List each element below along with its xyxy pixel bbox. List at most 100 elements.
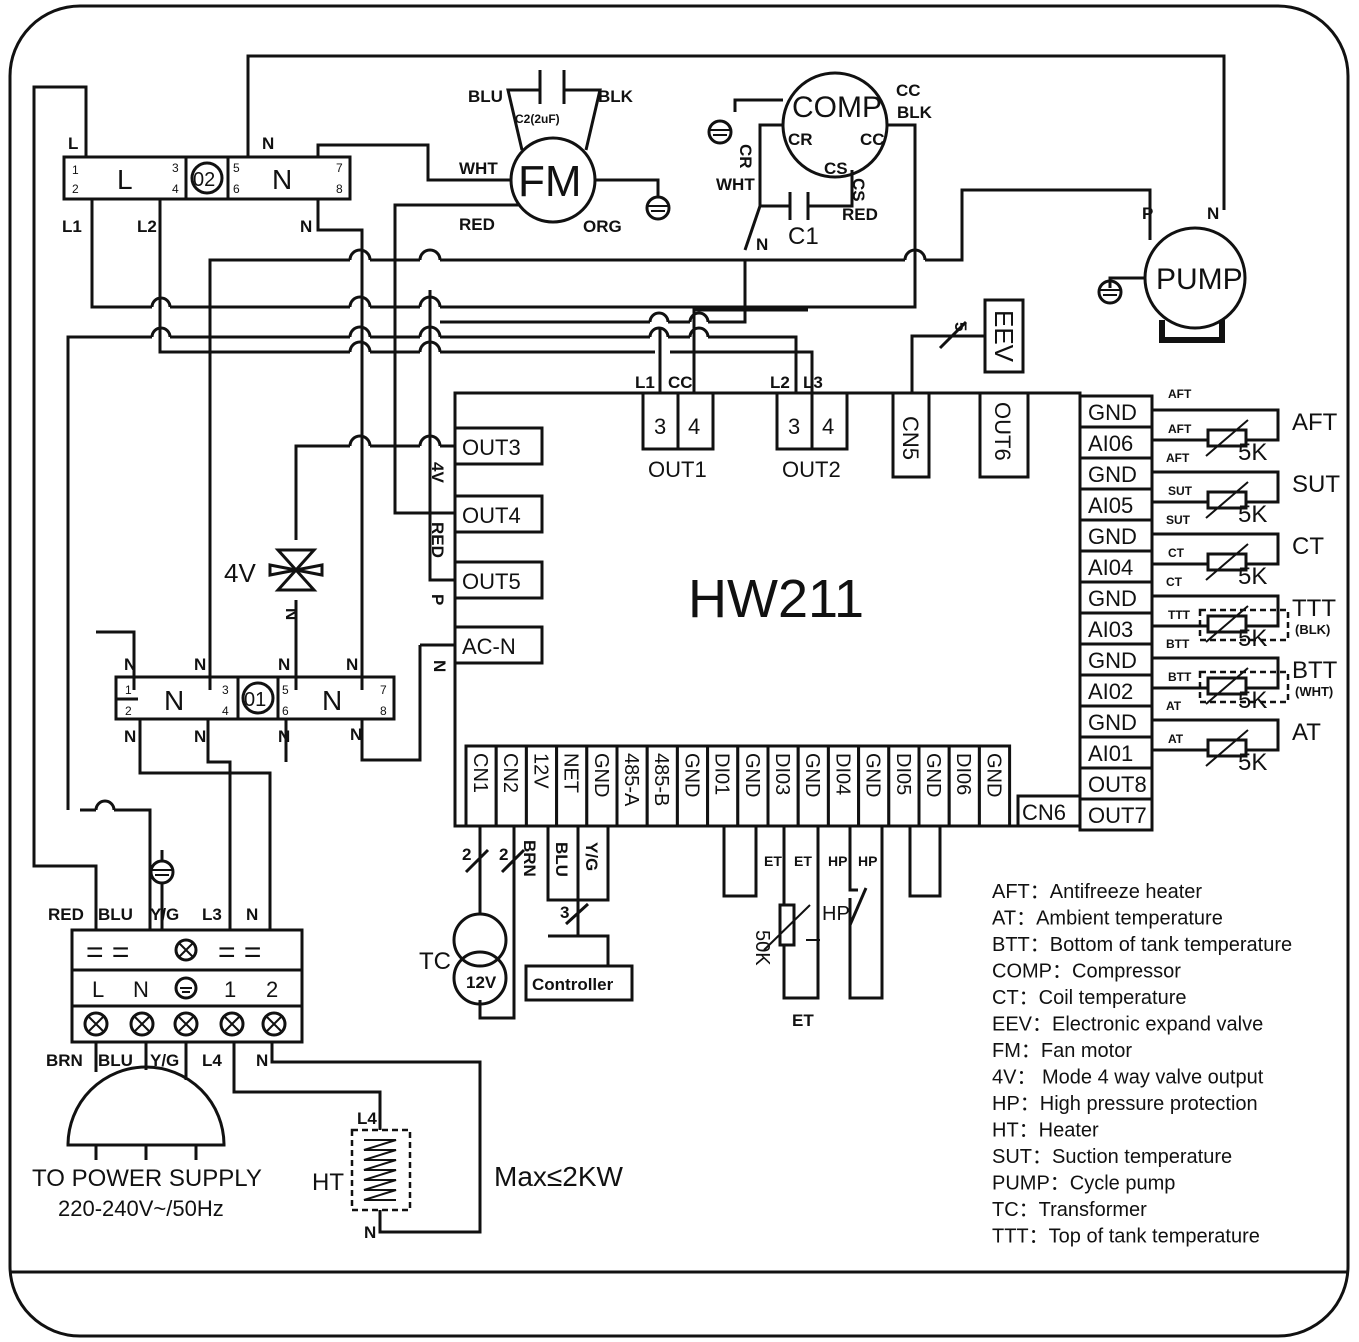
- four-way-valve: 4V N: [224, 548, 324, 620]
- relay01-pin3: 3: [222, 683, 229, 697]
- fm-org: ORG: [583, 217, 622, 236]
- relay01-pin1: 1: [125, 683, 132, 697]
- controller: BLU Y/G 3 Controller: [524, 826, 634, 1002]
- right-port-label: GND: [1088, 400, 1137, 425]
- di-loops: ET ET 50K ET HP HP HP: [722, 826, 942, 1030]
- fm-blk: BLK: [598, 87, 634, 106]
- terminal-top-ground-icon: [149, 859, 175, 885]
- bottom-port-label: GND: [922, 753, 944, 797]
- out1-label: OUT1: [648, 457, 707, 482]
- port-out5: OUT5: [462, 569, 521, 594]
- wire-blu: BLU: [552, 842, 571, 877]
- legend-item: SUT：Suction temperature: [992, 1146, 1232, 1168]
- relay02-n: N: [300, 217, 312, 236]
- right-port-label: AI02: [1088, 679, 1133, 704]
- sensor-header: AFT: [1166, 451, 1190, 465]
- hp-1: HP: [828, 853, 847, 869]
- wire-crossings: [94, 248, 927, 811]
- c2-label: C2(2uF): [515, 112, 560, 126]
- eev: EEV 5: [938, 298, 1025, 374]
- eev-label: EEV: [989, 310, 1019, 363]
- relay01-pin8: 8: [380, 704, 387, 718]
- terminal-top-yg: Y/G: [150, 905, 179, 924]
- wire-n-label: N: [430, 660, 449, 672]
- pump: PUMP P N: [1097, 204, 1247, 343]
- pump-n: N: [1207, 204, 1219, 223]
- right-port-label: OUT8: [1088, 772, 1147, 797]
- heater: L4 N HT Max≤2KW: [232, 1042, 624, 1242]
- right-port-label: GND: [1088, 462, 1137, 487]
- out2-pin-4: 4: [822, 414, 834, 439]
- port-ac-n: AC-N: [462, 634, 516, 659]
- right-port-label: AI04: [1088, 555, 1133, 580]
- power-line2: 220-240V~/50Hz: [58, 1196, 224, 1221]
- comp-title: COMP: [792, 91, 882, 124]
- tc-volt: 12V: [466, 973, 497, 992]
- relay02-id: 02: [193, 169, 215, 191]
- terminal-top-l3: L3: [202, 905, 222, 924]
- right-port-label: GND: [1088, 524, 1137, 549]
- right-port-box: [1078, 425, 1154, 460]
- right-port-box: [1078, 766, 1154, 801]
- relay-02: 02 L N 1 2 3 4 5 6 7 8 L N L1 L2 N: [62, 134, 352, 236]
- left-ports: OUT3 OUT4 OUT5 AC-N 4V RED P N: [428, 426, 544, 672]
- relay01-bot-n3: N: [278, 727, 290, 746]
- ground-icon: [645, 195, 671, 221]
- terminal-screw-icon: [261, 1011, 287, 1037]
- relay-01: 01 N N 1 2 3 4 5 6 7 8 N N N N N N N N: [114, 655, 396, 746]
- legend-item: CT：Coil temperature: [992, 987, 1187, 1009]
- terminal-1: 1: [224, 977, 236, 1002]
- right-port-box: [1078, 518, 1154, 553]
- sensors: AFT5KAFTAFTSUT5KSUTSUTCT5KCTCTTTT5KTTT(B…: [1152, 387, 1340, 776]
- wire-brn: BRN: [520, 840, 539, 877]
- right-port-box: [1078, 673, 1154, 708]
- terminal-bot-yg: Y/G: [150, 1051, 179, 1070]
- terminal-screw-icon: [129, 1011, 155, 1037]
- legend-item: TC：Transformer: [992, 1199, 1147, 1221]
- pump-label: PUMP: [1156, 263, 1243, 296]
- out1-pin-3: 3: [654, 414, 666, 439]
- hp-label: HP: [822, 903, 850, 925]
- sensor-name: TTT: [1292, 595, 1336, 622]
- terminal-top-n: N: [246, 905, 258, 924]
- bottom-port-label: GND: [590, 753, 612, 797]
- svg-text:= =: = =: [86, 936, 129, 969]
- relay02-top-n: N: [262, 134, 274, 153]
- sensor-name: AFT: [1292, 409, 1338, 436]
- sensor-header: SUT: [1166, 513, 1191, 527]
- terminal-top-blu: BLU: [98, 905, 133, 924]
- pump-p: P: [1142, 204, 1153, 223]
- power-plug: TO POWER SUPPLY 220-240V~/50Hz: [32, 1042, 262, 1221]
- terminal-l: L: [92, 977, 104, 1002]
- sensor-header: BTT: [1166, 637, 1190, 651]
- comp-cc-wire: CC: [896, 81, 921, 100]
- tc-wire-2b: 2: [499, 845, 508, 864]
- fourv-label: 4V: [224, 558, 256, 588]
- frame: [8, 4, 1350, 1338]
- port-out3: OUT3: [462, 435, 521, 460]
- right-port-label: GND: [1088, 710, 1137, 735]
- legend-item: TTT：Top of tank temperature: [992, 1226, 1260, 1248]
- sensor-name: CT: [1292, 533, 1324, 560]
- sensor-name: AT: [1292, 719, 1321, 746]
- legend-item: PUMP：Cycle pump: [992, 1173, 1175, 1195]
- wire-l2: L2: [770, 373, 790, 392]
- sensor-name: BTT: [1292, 657, 1338, 684]
- relay01-id: 01: [244, 689, 266, 711]
- bottom-port-box: [857, 744, 891, 828]
- fm-red: RED: [459, 215, 495, 234]
- relay02-top-l: L: [68, 134, 78, 153]
- relay02-pin4: 4: [172, 182, 179, 196]
- bottom-port-box: [826, 744, 861, 828]
- relay01-pin4: 4: [222, 704, 229, 718]
- et-1: ET: [764, 853, 782, 869]
- bottom-port-box: [645, 744, 679, 828]
- port-cn6: CN6: [1022, 800, 1066, 825]
- wire-l1: L1: [635, 373, 655, 392]
- relay01-pin2: 2: [125, 704, 132, 718]
- bottom-port-label: DI03: [771, 753, 793, 795]
- bottom-port-box: [796, 744, 830, 828]
- hp-2: HP: [858, 853, 877, 869]
- et-2: ET: [794, 853, 812, 869]
